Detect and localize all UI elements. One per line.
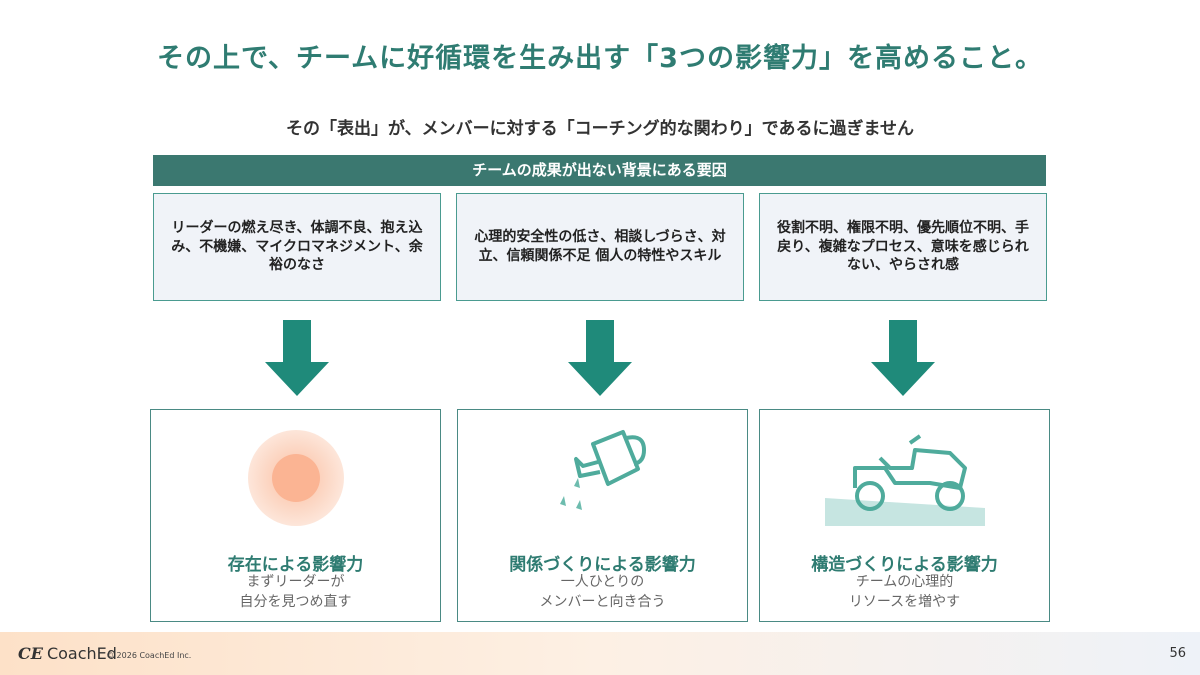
tractor-icon bbox=[824, 434, 985, 526]
influence-card-presence: 存在による影響力 まずリーダーが自分を見つめ直す bbox=[150, 409, 441, 622]
card-heading: 存在による影響力 bbox=[227, 555, 364, 575]
cause-box: 役割不明、権限不明、優先順位不明、手戻り、複雑なプロセス、意味を感じられない、や… bbox=[759, 193, 1047, 301]
cause-box: リーダーの燃え尽き、体調不良、抱え込み、不機嫌、マイクロマネジメント、余裕のなさ bbox=[153, 193, 441, 301]
influence-card-structure: 構造づくりによる影響力 チームの心理的リソースを増やす bbox=[759, 409, 1050, 622]
down-arrow-icon bbox=[265, 320, 329, 396]
card-heading: 構造づくりによる影響力 bbox=[811, 555, 998, 575]
slide-title: その上で、チームに好循環を生み出す「3つの影響力」を高めること。 bbox=[157, 43, 1043, 74]
sun-circle-icon bbox=[247, 430, 344, 526]
page-number: 56 bbox=[1169, 646, 1186, 661]
copyright: © 2026 CoachEd Inc. bbox=[106, 651, 192, 660]
card-description: チームの心理的リソースを増やす bbox=[848, 574, 961, 610]
watering-can-icon bbox=[559, 430, 646, 510]
card-description: 一人ひとりのメンバーと向き合う bbox=[539, 574, 666, 610]
card-description: まずリーダーが自分を見つめ直す bbox=[239, 574, 352, 610]
influence-card-relationship: 関係づくりによる影響力 一人ひとりのメンバーと向き合う bbox=[457, 409, 748, 622]
down-arrow-icon bbox=[871, 320, 935, 396]
causes-header: チームの成果が出ない背景にある要因 bbox=[153, 155, 1046, 186]
down-arrow-icon bbox=[568, 320, 632, 396]
card-heading: 関係づくりによる影響力 bbox=[509, 555, 696, 575]
cause-box: 心理的安全性の低さ、相談しづらさ、対立、信頼関係不足 個人の特性やスキル bbox=[456, 193, 744, 301]
slide-subtitle: その「表出」が、メンバーに対する「コーチング的な関わり」であるに過ぎません bbox=[286, 119, 914, 139]
